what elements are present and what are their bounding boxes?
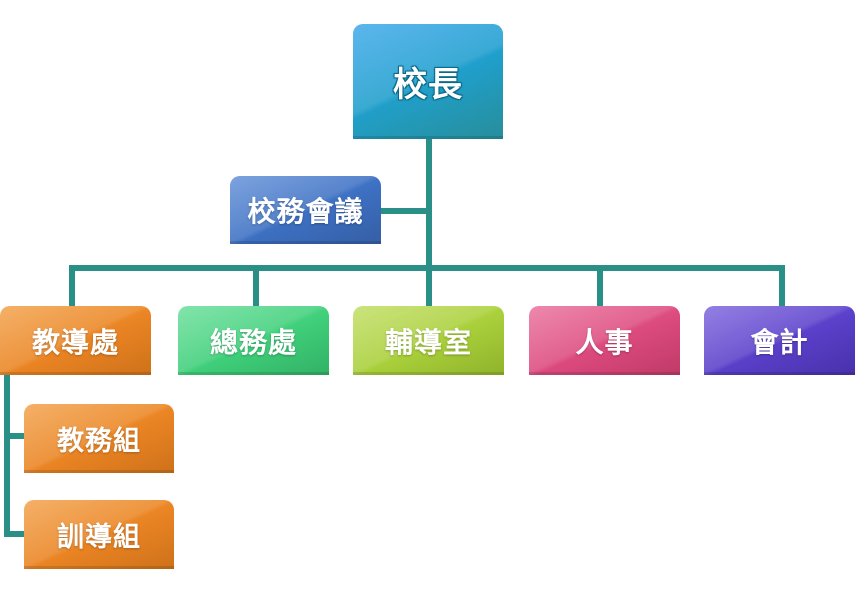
department-counseling-node[interactable]: 輔導室	[353, 306, 504, 375]
connector-drop-academic	[69, 265, 75, 307]
academic-affairs-section-node[interactable]: 教務組	[24, 404, 174, 473]
connector-advisory	[380, 208, 430, 214]
principal-node[interactable]: 校長	[353, 24, 503, 139]
discipline-section-node[interactable]: 訓導組	[24, 500, 174, 569]
department-academic-node[interactable]: 教導處	[0, 306, 151, 375]
department-personnel-node[interactable]: 人事	[529, 306, 680, 375]
connector-head-vertical	[426, 138, 432, 271]
department-counseling-label: 輔導室	[384, 325, 472, 359]
connector-drop-accounting	[779, 265, 785, 307]
academic-affairs-section-label: 教務組	[57, 426, 141, 457]
connector-academic-sub-vertical	[4, 374, 10, 536]
connector-academic-sub-2	[4, 531, 26, 537]
connector-academic-sub-1	[4, 433, 26, 439]
school-affairs-meeting-node[interactable]: 校務會議	[230, 176, 381, 244]
school-affairs-meeting-label: 校務會議	[247, 195, 364, 228]
connector-drop-general	[253, 265, 259, 307]
department-accounting-label: 會計	[750, 325, 809, 359]
discipline-section-label: 訓導組	[57, 522, 141, 553]
department-accounting-node[interactable]: 會計	[704, 306, 855, 375]
connector-drop-counseling	[426, 265, 432, 307]
department-general-node[interactable]: 總務處	[178, 306, 329, 375]
connector-drop-personnel	[597, 265, 603, 307]
principal-label: 校長	[393, 65, 463, 105]
department-academic-label: 教導處	[31, 325, 119, 359]
department-general-label: 總務處	[209, 325, 297, 359]
department-personnel-label: 人事	[575, 325, 634, 359]
